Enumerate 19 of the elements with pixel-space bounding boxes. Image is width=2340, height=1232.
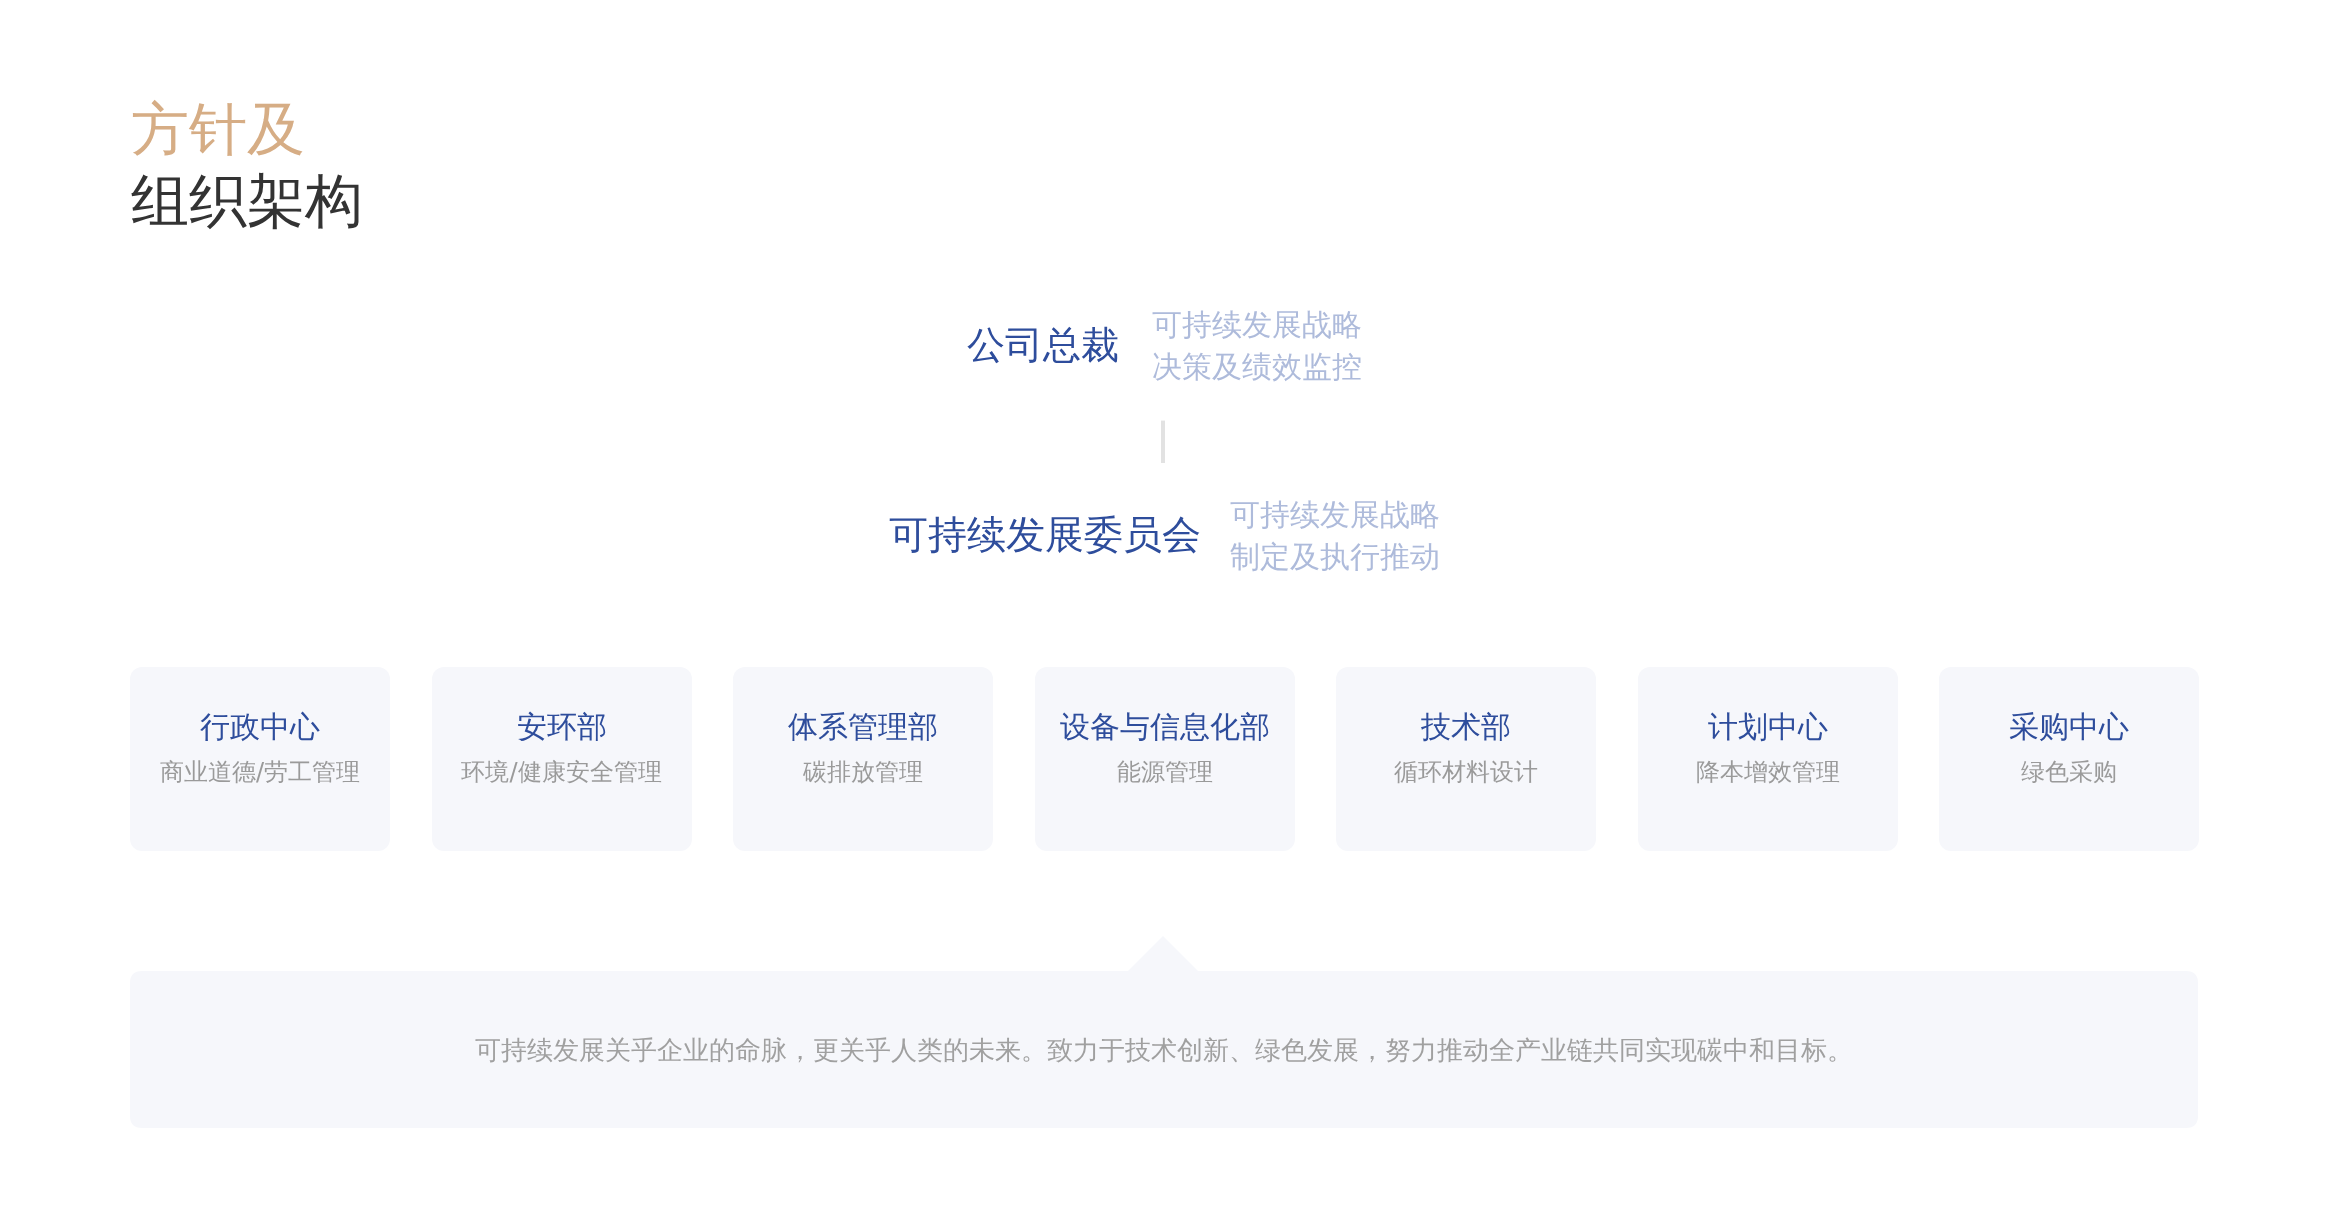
role-description: 可持续发展战略制定及执行推动	[1230, 496, 1441, 576]
department-name: 计划中心	[1707, 709, 1828, 745]
department-name: 行政中心	[200, 709, 320, 745]
department-name: 安环部	[516, 709, 607, 745]
role-title: 可持续发展委员会	[889, 512, 1201, 559]
department-name: 体系管理部	[788, 709, 938, 745]
department-name: 技术部	[1421, 709, 1511, 745]
department-duty: 商业道德/劳工管理	[159, 757, 361, 787]
role-title: 公司总裁	[967, 323, 1119, 369]
department-duty: 循环材料设计	[1394, 757, 1538, 787]
department-duty: 环境/健康安全管理	[461, 757, 662, 787]
department-name: 采购中心	[2009, 709, 2129, 745]
department-duty: 绿色采购	[2021, 757, 2117, 787]
department-duty: 能源管理	[1116, 757, 1213, 787]
department-duty: 降本增效管理	[1695, 757, 1840, 787]
role-description: 可持续发展战略决策及绩效监控	[1152, 306, 1363, 386]
department-duty: 碳排放管理	[803, 757, 923, 787]
department-name: 设备与信息化部	[1059, 709, 1270, 745]
callout-text: 可持续发展关乎企业的命脉，更关乎人类的未来。致力于技术创新、绿色发展，努力推动全产业链共同实现碳中和目标。	[474, 1033, 1854, 1067]
